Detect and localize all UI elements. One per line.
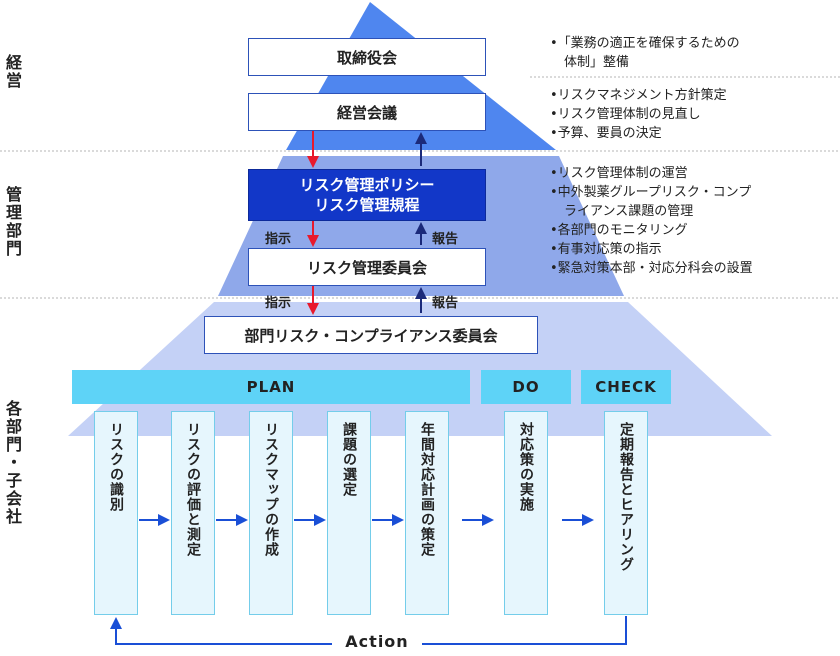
risk-committee-box: リスク管理委員会 [248, 248, 486, 286]
exec-meeting-label: 経営会議 [336, 103, 397, 122]
action-label: Action [332, 632, 422, 651]
step-column-2: リスクの評価と測定 [171, 411, 215, 615]
step-label-implement: 対応策の実施 [518, 422, 534, 512]
instruct-label-1: 指示 [265, 232, 292, 247]
risk-policy-box: リスク管理ポリシー リスク管理規程 [248, 169, 486, 221]
management-notes: •「業務の適正を確保するための 体制」整備 [550, 34, 740, 72]
step-column-7: 定期報告とヒアリング [604, 411, 648, 615]
step-label-select-issues: 課題の選定 [341, 422, 357, 497]
admin-note-5: •有事対応策の指示 [550, 242, 662, 257]
step-column-6: 対応策の実施 [504, 411, 548, 615]
step-label-annual-plan: 年間対応計画の策定 [419, 422, 435, 557]
admin-note-6: •緊急対策本部・対応分科会の設置 [550, 261, 753, 276]
dept-committee-box: 部門リスク・コンプライアンス委員会 [204, 316, 538, 354]
management-note-2: 体制」整備 [564, 55, 630, 70]
step-column-3: リスクマップの作成 [249, 411, 293, 615]
instruct-label-2: 指示 [265, 296, 292, 311]
step-column-1: リスクの識別 [94, 411, 138, 615]
admin-note-1: •リスク管理体制の運営 [550, 166, 688, 181]
admin-note-4: •各部門のモニタリング [550, 223, 688, 238]
check-phase-label: CHECK [595, 378, 657, 396]
board-of-directors-label: 取締役会 [336, 48, 397, 67]
side-label-divisions: 各部門・子会社 [3, 400, 22, 526]
management-note-1: •「業務の適正を確保するための [550, 36, 740, 51]
side-label-management: 経営 [3, 54, 22, 90]
exec-note-1: •リスクマネジメント方針策定 [550, 88, 727, 103]
admin-note-3: ライアンス課題の管理 [564, 204, 694, 219]
step-label-identify: リスクの識別 [108, 422, 124, 512]
step-label-evaluate: リスクの評価と測定 [185, 422, 201, 557]
risk-policy-label: リスク管理ポリシー [299, 176, 435, 194]
plan-phase-bar: PLAN [72, 370, 470, 404]
step-column-5: 年間対応計画の策定 [405, 411, 449, 615]
exec-note-2: •リスク管理体制の見直し [550, 107, 701, 122]
exec-notes: •リスクマネジメント方針策定 •リスク管理体制の見直し •予算、要員の決定 [550, 86, 727, 143]
exec-meeting-box: 経営会議 [248, 93, 486, 131]
admin-note-2: •中外製薬グループリスク・コンプ [550, 185, 752, 200]
step-label-riskmap: リスクマップの作成 [263, 422, 279, 557]
board-of-directors-box: 取締役会 [248, 38, 486, 76]
dept-committee-label: 部門リスク・コンプライアンス委員会 [244, 326, 498, 345]
do-phase-bar: DO [481, 370, 571, 404]
report-label-1: 報告 [432, 232, 459, 247]
step-column-4: 課題の選定 [327, 411, 371, 615]
exec-note-3: •予算、要員の決定 [550, 126, 662, 141]
risk-rules-label: リスク管理規程 [314, 196, 420, 214]
report-label-2: 報告 [432, 296, 459, 311]
risk-committee-label: リスク管理委員会 [306, 258, 427, 277]
admin-notes: •リスク管理体制の運営 •中外製薬グループリスク・コンプ ライアンス課題の管理 … [550, 164, 753, 278]
do-phase-label: DO [512, 378, 540, 396]
step-label-report-hearing: 定期報告とヒアリング [618, 422, 634, 572]
plan-phase-label: PLAN [246, 378, 296, 396]
check-phase-bar: CHECK [581, 370, 671, 404]
side-label-admin-dept: 管理部門 [3, 186, 22, 258]
